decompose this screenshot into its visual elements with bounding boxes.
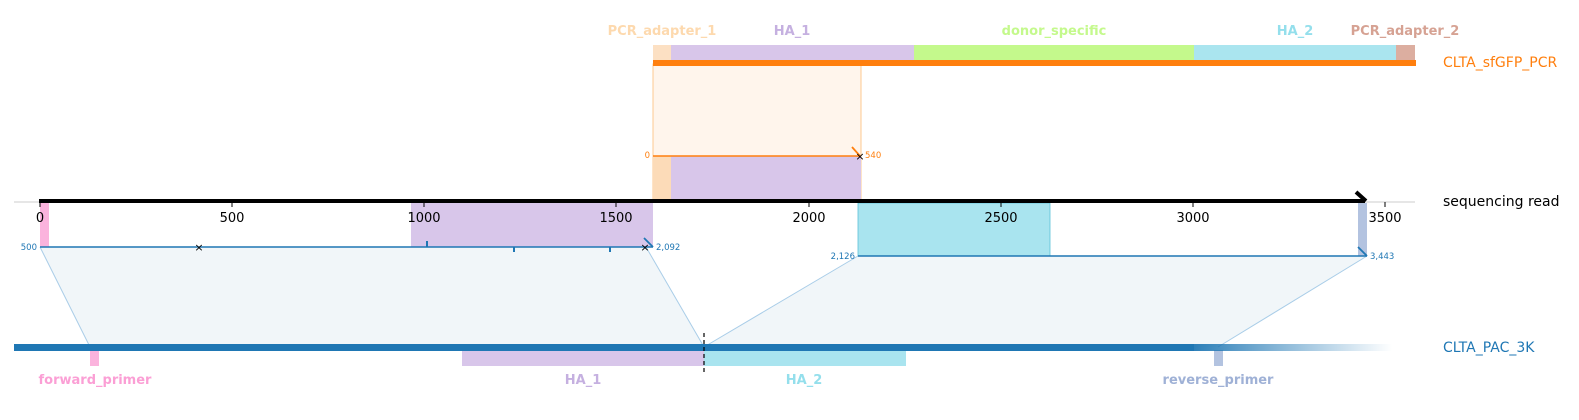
bottom-link-line-2 bbox=[645, 246, 705, 348]
bottom-alignment-hook-1 bbox=[643, 237, 654, 248]
axis-tick-label: 0 bbox=[36, 211, 44, 226]
bottom-feature-label-reverse-primer: reverse_primer bbox=[1163, 373, 1275, 388]
top-alignment-x-mark: × bbox=[855, 150, 864, 163]
axis-tick-label: 2000 bbox=[792, 211, 825, 226]
bottom-link-line-1 bbox=[39, 246, 91, 348]
bottom-alignment-1-start-label: 500 bbox=[21, 243, 37, 253]
bottom-track-name: CLTA_PAC_3K bbox=[1443, 340, 1535, 356]
bottom-alignment-1-end-label: 2,092 bbox=[656, 243, 680, 253]
top-feature-donor-specific bbox=[914, 45, 1194, 62]
bottom-feature-ha1 bbox=[462, 350, 704, 366]
read-feature-primer-start bbox=[40, 203, 49, 247]
top-feature-pcr-adapter-2 bbox=[1396, 45, 1415, 62]
bottom-feature-label-forward-primer: forward_primer bbox=[39, 373, 153, 388]
axis-ticks bbox=[39, 202, 1386, 207]
top-alignment-end-label: 540 bbox=[865, 151, 881, 161]
top-feature-label-donor-specific: donor_specific bbox=[1002, 24, 1107, 39]
bottom-link-line-3 bbox=[703, 255, 859, 348]
axis-tick-label: 3000 bbox=[1176, 211, 1209, 226]
top-alignment-start-label: 0 bbox=[645, 151, 650, 161]
read-feature-primer-end bbox=[1358, 203, 1367, 256]
top-feature-label-ha1: HA_1 bbox=[774, 24, 811, 39]
bottom-feature-label-ha1: HA_1 bbox=[565, 373, 602, 388]
bottom-link-line-4 bbox=[1217, 255, 1368, 348]
top-alignment-hook bbox=[851, 146, 861, 157]
top-overlap-ha1 bbox=[671, 156, 861, 201]
top-feature-label-pcr-adapter-2: PCR_adapter_2 bbox=[1351, 24, 1460, 39]
top-feature-ha2 bbox=[1194, 45, 1396, 62]
axis-tick-label: 2500 bbox=[984, 211, 1017, 226]
sequencing-read-arrowhead bbox=[1354, 190, 1368, 203]
top-track-bar bbox=[653, 60, 1416, 66]
bottom-alignment-shade-1 bbox=[40, 247, 704, 347]
top-feature-ha1 bbox=[671, 45, 914, 62]
middle-track-name: sequencing read bbox=[1443, 194, 1559, 210]
axis-tick-label: 1500 bbox=[599, 211, 632, 226]
bottom-track-bar bbox=[14, 344, 1194, 351]
read-feature-ha2 bbox=[857, 202, 1051, 257]
bottom-track-fade bbox=[1180, 344, 1392, 351]
top-feature-label-pcr-adapter-1: PCR_adapter_1 bbox=[608, 24, 717, 39]
bottom-alignment-2-end-label: 3,443 bbox=[1370, 252, 1394, 262]
bottom-feature-reverse-primer bbox=[1214, 350, 1223, 366]
read-feature-ha1 bbox=[411, 203, 653, 247]
bottom-feature-forward-primer bbox=[90, 350, 99, 366]
top-track-name: CLTA_sfGFP_PCR bbox=[1443, 55, 1557, 71]
top-overlap-adapter bbox=[653, 156, 671, 201]
bottom-feature-label-ha2: HA_2 bbox=[786, 373, 823, 388]
bottom-alignment-x-mark: × bbox=[640, 241, 649, 254]
top-feature-label-ha2: HA_2 bbox=[1277, 24, 1314, 39]
bottom-alignment-x-mark: × bbox=[194, 241, 203, 254]
bottom-alignment-2-start-label: 2,126 bbox=[831, 252, 855, 262]
bottom-alignment-shade-2 bbox=[704, 256, 1367, 347]
bottom-feature-ha2 bbox=[704, 350, 906, 366]
axis-tick-label: 500 bbox=[220, 211, 245, 226]
bottom-alignment-hook-2 bbox=[1357, 246, 1368, 257]
top-feature-pcr-adapter-1 bbox=[653, 45, 671, 62]
axis-tick-label: 3500 bbox=[1368, 211, 1401, 226]
axis-tick-label: 1000 bbox=[407, 211, 440, 226]
